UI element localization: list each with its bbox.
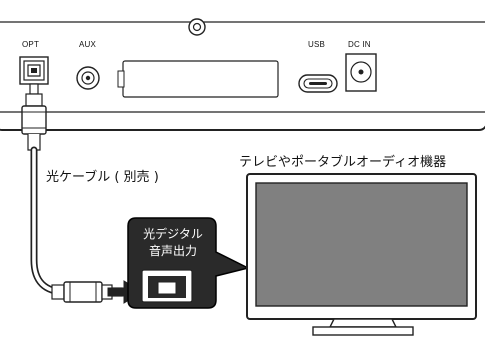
port-label-opt: OPT [22, 40, 40, 49]
panel-recess [117, 60, 279, 98]
port-label-aux: AUX [79, 40, 97, 49]
callout-line-2: 音声出力 [148, 244, 197, 258]
device-rear-panel [0, 0, 485, 131]
tv-label: テレビやポータブルオーディオ機器 [239, 155, 447, 170]
callout-label: 光デジタル 音声出力 [131, 226, 215, 260]
optical-port [19, 56, 49, 85]
optical-plug-device [21, 83, 47, 151]
cable-label: 光ケーブル ( 別売 ) [46, 170, 159, 185]
screw-icon [188, 18, 206, 36]
dc-in-port [345, 53, 377, 92]
usb-c-port [298, 74, 338, 93]
optical-output-callout [127, 217, 251, 309]
port-label-usb: USB [308, 40, 326, 49]
tv-icon [246, 173, 477, 336]
port-label-dc-in: DC IN [348, 40, 371, 49]
callout-line-1: 光デジタル [143, 227, 203, 241]
aux-port [76, 66, 100, 90]
